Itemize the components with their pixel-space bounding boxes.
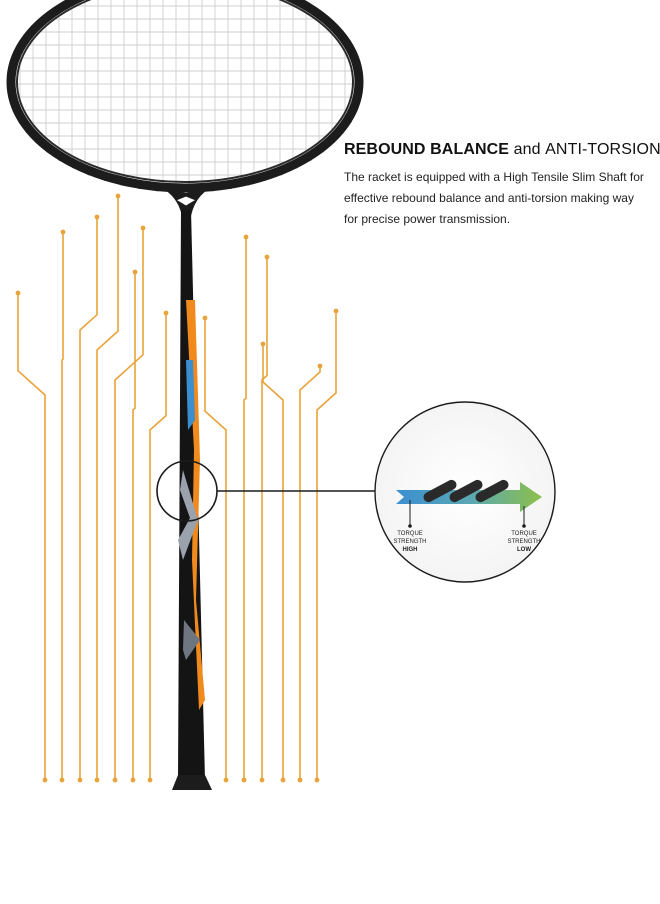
description: The racket is equipped with a High Tensi… <box>344 170 644 226</box>
torque-inset <box>374 401 556 583</box>
circuit-node <box>130 777 136 783</box>
racket-head <box>6 0 364 193</box>
circuit-node <box>132 269 138 275</box>
circuit-node <box>260 341 266 347</box>
circuit-trace <box>114 228 144 780</box>
circuit-node <box>317 363 323 369</box>
circuit-node <box>147 777 153 783</box>
headline-bold: REBOUND BALANCE <box>344 141 510 158</box>
torque-high-line1: TORQUE <box>397 531 423 537</box>
torque-arrow <box>396 482 542 512</box>
torque-high-level: HIGH <box>402 547 418 553</box>
circuit-node <box>59 777 65 783</box>
circuit-node <box>223 777 229 783</box>
headline-rest: ANTI-TORSION <box>545 141 660 158</box>
headline: REBOUND BALANCE and ANTI-TORSION <box>344 141 660 159</box>
torque-low-line1: TORQUE <box>511 531 537 537</box>
circuit-node <box>112 777 118 783</box>
circuit-trace <box>243 237 247 780</box>
torque-high-label: TORQUE STRENGTH HIGH <box>384 530 436 554</box>
circuit-trace <box>299 366 321 780</box>
circuit-trace <box>79 217 98 780</box>
circuit-node <box>15 290 21 296</box>
circuit-node <box>280 777 286 783</box>
circuit-trace <box>262 344 284 780</box>
circuit-node <box>140 225 146 231</box>
torque-low-label: TORQUE STRENGTH LOW <box>498 530 550 554</box>
circuit-node <box>314 777 320 783</box>
circuit-trace <box>132 272 136 780</box>
circuit-trace <box>17 293 46 780</box>
circuit-node <box>243 234 249 240</box>
circuit-node <box>42 777 48 783</box>
torque-high-line2: STRENGTH <box>393 539 427 545</box>
circuit-trace <box>96 196 119 780</box>
circuit-trace <box>316 311 337 780</box>
circuit-node <box>60 229 66 235</box>
circuit-node <box>115 193 121 199</box>
circuit-node <box>241 777 247 783</box>
headline-connector: and <box>513 141 541 158</box>
circuit-node <box>77 777 83 783</box>
circuit-node <box>264 254 270 260</box>
torque-low-level: LOW <box>517 547 531 553</box>
circuit-node <box>94 214 100 220</box>
torque-low-line2: STRENGTH <box>507 539 541 545</box>
racket-shaft <box>172 210 212 790</box>
circuit-node <box>259 777 265 783</box>
circuit-trace <box>261 257 268 780</box>
circuit-trace <box>61 232 64 780</box>
circuit-trace <box>149 313 167 780</box>
circuit-node <box>163 310 169 316</box>
circuit-trace <box>204 318 227 780</box>
circuit-node <box>202 315 208 321</box>
circuit-lines <box>15 193 339 783</box>
shaft-segments <box>423 479 509 503</box>
circuit-node <box>297 777 303 783</box>
circuit-node <box>333 308 339 314</box>
circuit-node <box>94 777 100 783</box>
